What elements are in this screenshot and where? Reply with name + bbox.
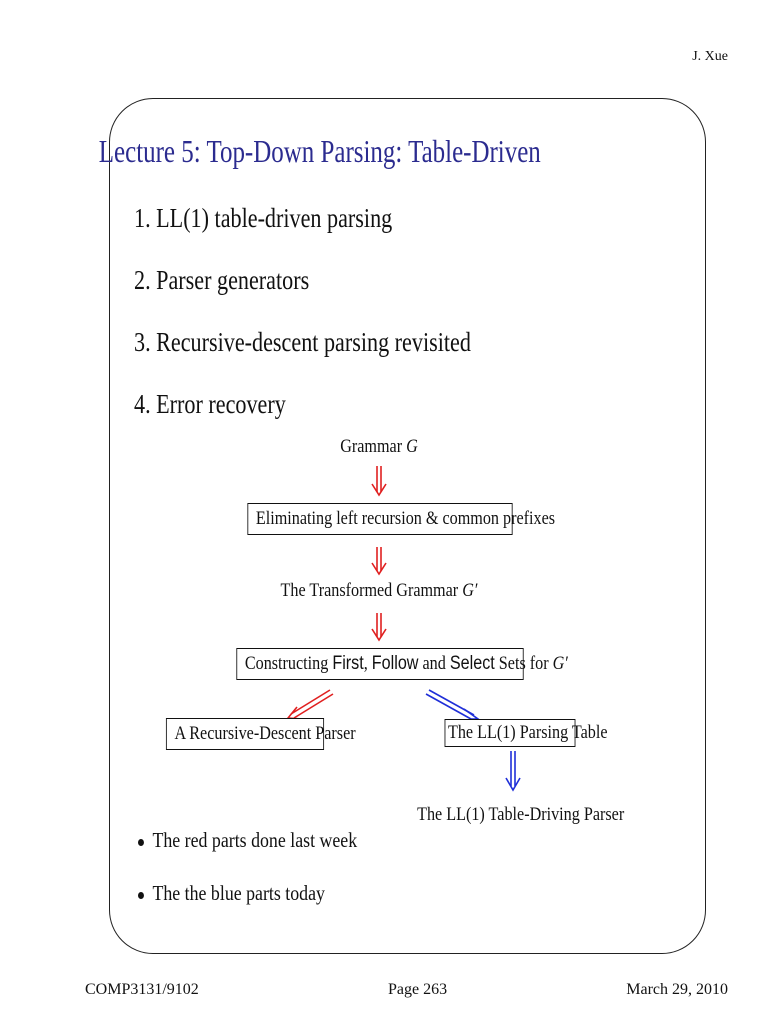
blue-arrow-to-ll1-parser — [505, 751, 521, 792]
bullet-icon — [138, 891, 144, 899]
rd-parser-box: A Recursive-Descent Parser — [165, 718, 356, 750]
note-item: The the blue parts today — [138, 881, 357, 934]
slide-title: Lecture 5: Top-Down Parsing: Table-Drive… — [98, 133, 541, 169]
eliminating-box: Eliminating left recursion & common pref… — [247, 503, 555, 535]
constructing-sets-box: Constructing First, Follow and Select Se… — [236, 648, 568, 680]
ll1-table-box: The LL(1) Parsing Table — [444, 719, 608, 747]
topic-text: Parser generators — [156, 265, 310, 295]
topic-item: 1. LL(1) table-driven parsing — [134, 203, 393, 233]
footer-date: March 29, 2010 — [626, 981, 728, 998]
red-arrow-eliminating — [371, 547, 387, 576]
red-arrow-transformed — [371, 613, 387, 642]
topic-text: Error recovery — [156, 389, 286, 419]
first-set-label: First — [332, 653, 364, 674]
footer-page: Page 263 — [388, 981, 448, 998]
author-label: J. Xue — [692, 49, 728, 64]
note-item: The red parts done last week — [138, 828, 357, 881]
topic-list: 1. LL(1) table-driven parsing 2. Parser … — [134, 203, 545, 451]
bullet-icon — [138, 838, 144, 846]
footer-course: COMP3131/9102 — [85, 981, 199, 998]
red-arrow-grammar — [371, 466, 387, 497]
follow-set-label: Follow — [371, 653, 419, 674]
slide-frame — [109, 98, 706, 954]
ll1-parser-node: The LL(1) Table-Driving Parser — [417, 804, 625, 825]
topic-item: 4. Error recovery — [134, 389, 286, 419]
select-set-label: Select — [449, 653, 495, 674]
red-arrow-to-rd-parser — [286, 689, 334, 720]
note-list: The red parts done last week The the blu… — [138, 828, 396, 934]
topic-item: 3. Recursive-descent parsing revisited — [134, 327, 471, 357]
blue-arrow-to-ll1-table — [425, 689, 481, 720]
topic-item: 2. Parser generators — [134, 265, 310, 295]
topic-text: LL(1) table-driven parsing — [156, 203, 393, 233]
topic-text: Recursive-descent parsing revisited — [156, 327, 471, 357]
transformed-grammar-node: The Transformed Grammar G′ — [280, 580, 478, 601]
grammar-node: Grammar G — [340, 436, 418, 457]
